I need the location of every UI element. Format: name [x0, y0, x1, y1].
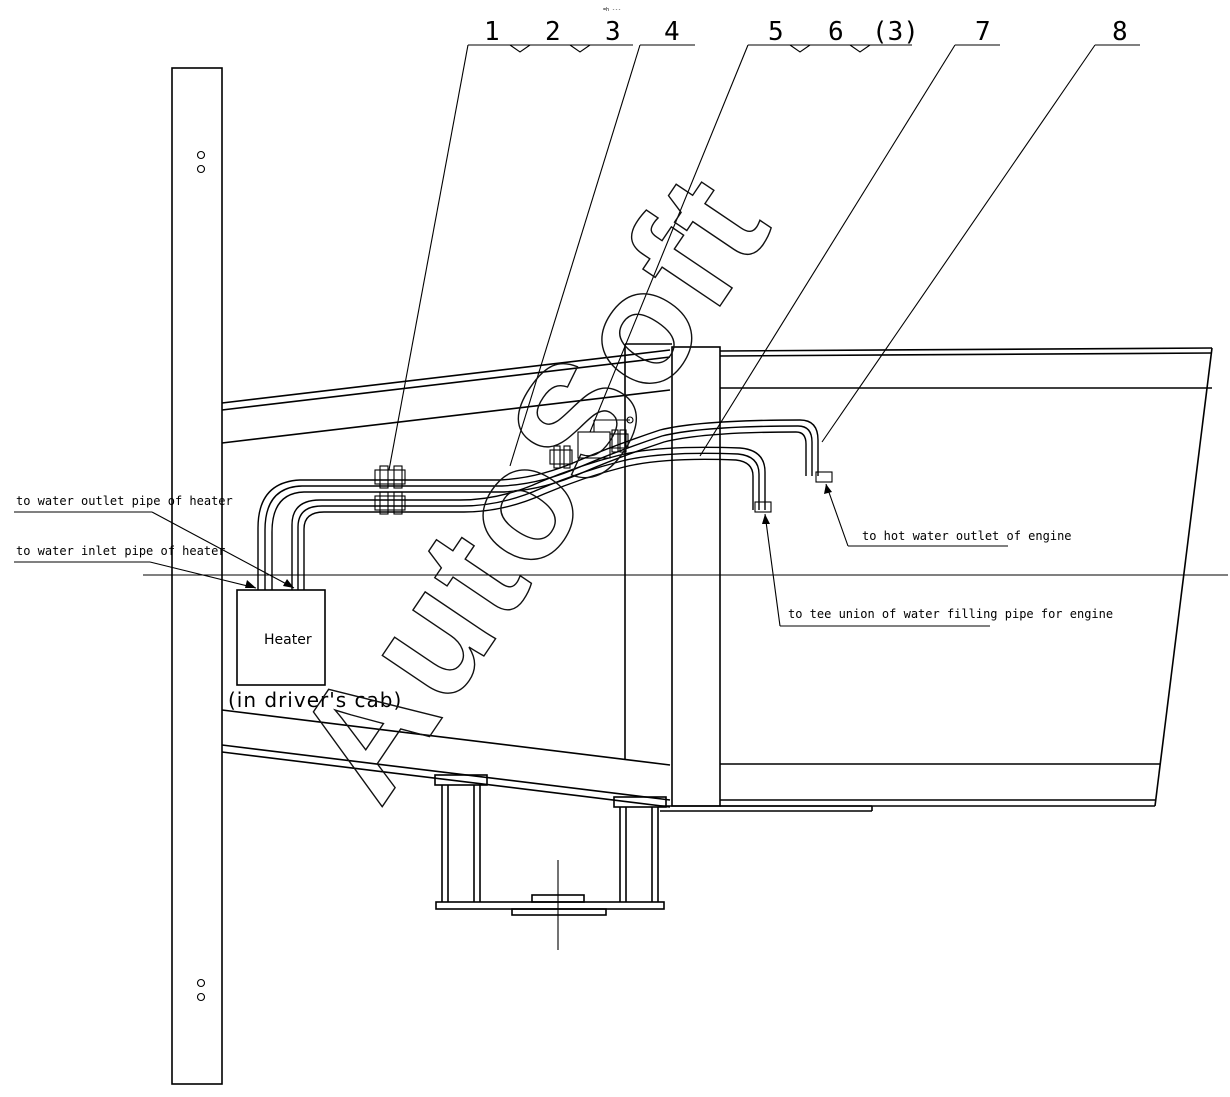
lower-beam — [221, 709, 671, 808]
callout-1: 1 — [484, 17, 500, 47]
tiny-note: =h --- — [603, 7, 621, 13]
lower-mount-bracket — [434, 774, 667, 950]
pipe-fittings — [374, 416, 833, 515]
cross-member — [624, 343, 1213, 812]
pipe-inlet — [291, 446, 766, 590]
cab-note: (in driver's cab) — [228, 688, 402, 712]
callout-4: 4 — [664, 17, 680, 47]
annotations: to water outlet pipe of heater to water … — [14, 483, 1113, 627]
callout-5: 5 — [768, 17, 784, 47]
upper-beam — [221, 349, 671, 444]
label-tee-union: to tee union of water filling pipe for e… — [788, 607, 1113, 621]
label-outlet-pipe: to water outlet pipe of heater — [16, 494, 233, 508]
callout-2: 2 — [545, 17, 561, 47]
callout-6-qty: (3) — [872, 17, 919, 47]
callout-numbers: 1 2 3 4 5 6 (3) 7 8 =h --- — [484, 7, 1128, 47]
heater-box: Heater — [236, 589, 326, 686]
left-frame-rail — [171, 67, 223, 1085]
callout-8: 8 — [1112, 17, 1128, 47]
callout-leaders — [388, 44, 1140, 471]
label-inlet-pipe: to water inlet pipe of heater — [16, 544, 226, 558]
label-hot-water: to hot water outlet of engine — [862, 529, 1072, 543]
callout-7: 7 — [975, 17, 991, 47]
callout-6: 6 — [828, 17, 844, 47]
heater-label: Heater — [264, 632, 312, 648]
callout-3: 3 — [605, 17, 621, 47]
